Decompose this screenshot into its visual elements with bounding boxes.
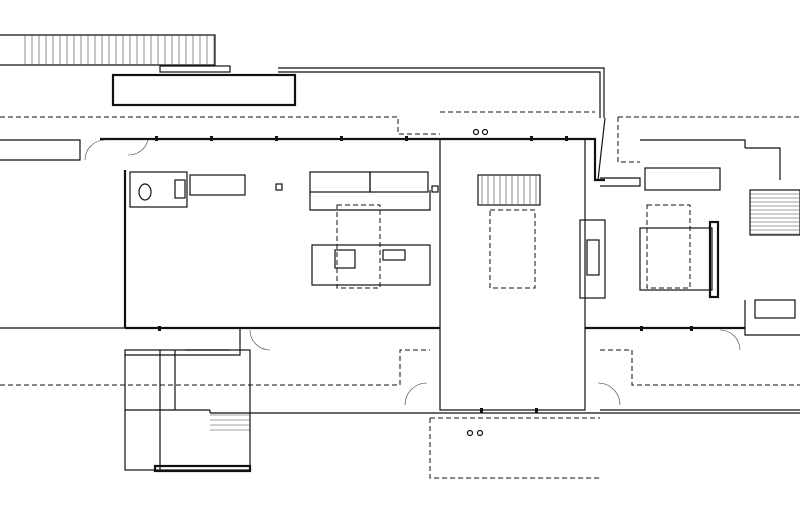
central-stair	[477, 174, 541, 289]
exterior-deck-bottom-left	[124, 349, 252, 473]
sofas	[275, 171, 439, 211]
stair-treads	[24, 35, 215, 65]
bedroom	[639, 167, 721, 299]
fireplace	[579, 219, 606, 299]
doors	[84, 139, 741, 406]
stair-treads	[750, 193, 800, 235]
window-markers	[155, 136, 693, 413]
roof-overhang-box	[111, 65, 605, 118]
bathroom	[129, 171, 246, 208]
exterior-stairs-top	[0, 34, 216, 66]
exterior-walls	[0, 117, 800, 414]
roof-dashed-outline	[0, 111, 800, 479]
kitchen-island	[311, 204, 431, 289]
right-stair	[749, 189, 800, 319]
stair-treads	[481, 175, 537, 205]
